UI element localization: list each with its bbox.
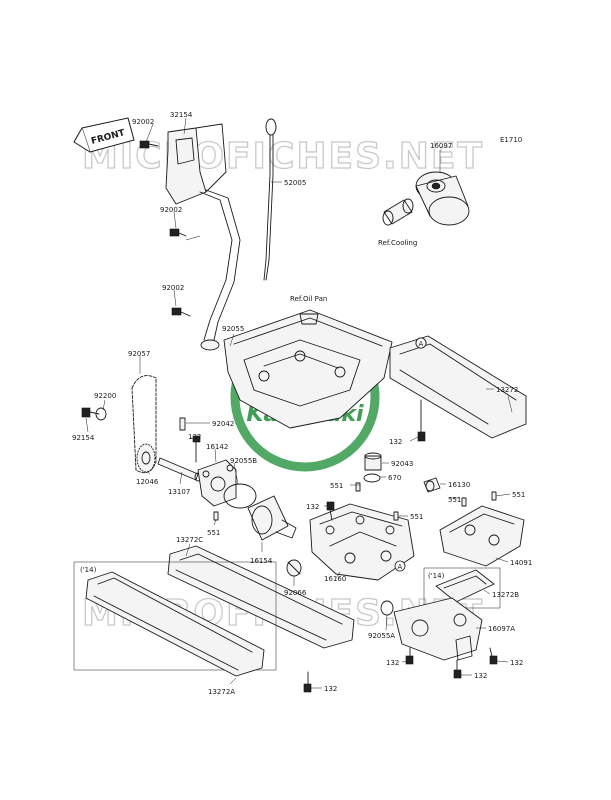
label-132e: 132 (510, 659, 523, 667)
variant-note-14b: ('14) (428, 572, 445, 580)
sprocket-12046 (136, 443, 156, 473)
pin-92042-icon (179, 417, 186, 431)
ref-oil-pan-note: Ref.Oil Pan (290, 295, 327, 303)
bolt-92002c-icon (171, 307, 191, 317)
label-92055B: 92055B (230, 457, 257, 465)
label-132f: 132 (474, 672, 487, 680)
label-132c: 132 (306, 503, 319, 511)
label-551d: 551 (207, 529, 220, 537)
baffle-13272c (167, 545, 355, 649)
oil-pump-16142 (197, 459, 237, 507)
bolt-132d-icon (405, 647, 414, 665)
label-92002a: 92002 (132, 118, 154, 126)
label-16160: 16160 (324, 575, 346, 583)
strainer-16154 (247, 495, 297, 541)
label-92002c: 92002 (162, 284, 184, 292)
label-670: 670 (388, 474, 401, 482)
label-92043: 92043 (391, 460, 413, 468)
label-92057: 92057 (128, 350, 150, 358)
label-13107: 13107 (168, 488, 190, 496)
pin-551e-icon (461, 497, 467, 507)
label-132d: 132 (386, 659, 399, 667)
variant-note-14: ('14) (80, 566, 97, 574)
dipstick-52005 (263, 118, 277, 281)
oil-filter-16097 (415, 171, 470, 226)
housing-16097a (393, 597, 483, 661)
label-92055: 92055 (222, 325, 244, 333)
label-16154: 16154 (250, 557, 273, 565)
ref-cooling-note: Ref.Cooling (378, 239, 417, 247)
oil-pan (223, 309, 393, 429)
fitting-16130 (423, 477, 441, 493)
pin-551a-icon (213, 511, 219, 521)
oring-670 (363, 473, 381, 483)
svg-text:A: A (419, 340, 424, 348)
label-92200: 92200 (94, 392, 116, 400)
label-551e: 551 (410, 513, 423, 521)
label-551a: 551 (330, 482, 343, 490)
variant-box-14a (73, 561, 277, 671)
bolt-132e-icon (489, 647, 498, 665)
label-13272B: 13272B (492, 591, 519, 599)
baffle-13272 (389, 335, 527, 439)
diagram-code: E1710 (500, 136, 522, 144)
label-132a: 132 (188, 433, 201, 441)
leader-lines (85, 117, 513, 689)
bracket-32154 (165, 123, 227, 205)
label-92042: 92042 (212, 420, 234, 428)
label-92154: 92154 (72, 434, 95, 442)
baffle-13272a (85, 571, 265, 677)
plug-92066 (286, 559, 302, 577)
label-92055A: 92055A (368, 632, 395, 640)
svg-text:A: A (398, 563, 403, 571)
baffle-13272b (435, 569, 495, 603)
callout-a1: A (415, 337, 427, 349)
pin-551d-icon (491, 491, 497, 501)
bolt-92002b-icon (169, 228, 187, 237)
label-14091: 14091 (510, 559, 532, 567)
label-16130: 16130 (448, 481, 470, 489)
cover-14091 (439, 505, 525, 567)
label-52005: 52005 (284, 179, 306, 187)
label-16142: 16142 (206, 443, 228, 451)
label-551c: 551 (512, 491, 525, 499)
label-92066: 92066 (284, 589, 307, 597)
label-16097: 16097 (430, 142, 452, 150)
pin-551c-icon (393, 511, 399, 521)
front-arrow-icon: FRONT (73, 117, 135, 153)
label-132b: 132 (389, 438, 402, 446)
pin-551b-icon (355, 482, 361, 492)
label-16097A: 16097A (488, 625, 515, 633)
shaft-13107 (157, 457, 202, 482)
label-92002b: 92002 (160, 206, 182, 214)
label-13272: 13272 (496, 386, 518, 394)
chain-92057 (131, 375, 157, 474)
bolt-92154-icon (81, 407, 100, 418)
label-13272C: 13272C (176, 536, 203, 544)
callout-a2: A (394, 560, 406, 572)
label-13272A: 13272A (208, 688, 235, 696)
oring-92055b (223, 483, 257, 509)
part-labels: 92002 32154 16097 52005 92002 92002 9205… (72, 111, 532, 696)
bolt-132f-icon (453, 659, 462, 679)
bolt-92002a-icon (139, 140, 159, 149)
sleeve-92043 (364, 452, 382, 471)
washer-92200-icon (95, 407, 107, 421)
label-551b: 551 (448, 496, 461, 504)
bolt-132b-icon (417, 399, 426, 442)
cooling-fitting (382, 198, 414, 226)
bolt-132g-icon (303, 671, 312, 693)
label-12046: 12046 (136, 478, 159, 486)
label-32154: 32154 (170, 111, 193, 119)
label-132g: 132 (324, 685, 337, 693)
